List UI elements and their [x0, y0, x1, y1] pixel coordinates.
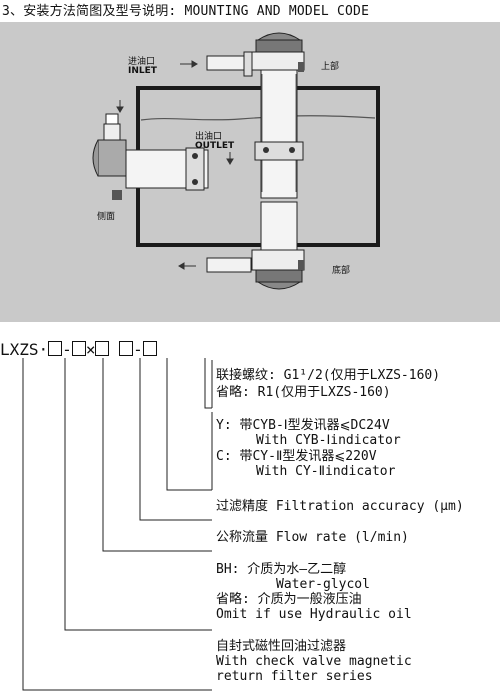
flow-rate: 公称流量 Flow rate (l/min)	[216, 530, 409, 545]
medium-omit-cn: 省略: 介质为一般液压油	[216, 592, 362, 607]
indicator-c-en: With CY-Ⅱindicator	[256, 464, 396, 479]
model-box-4	[119, 341, 134, 356]
indicator-c-cn: C: 带CY-Ⅱ型发讯器⩽220V	[216, 449, 377, 464]
bottom-filter	[206, 201, 305, 290]
top-filter	[206, 32, 305, 199]
indicator-y-cn: Y: 带CYB-Ⅰ型发讯器⩽DC24V	[216, 418, 390, 433]
model-sep-1: -	[62, 340, 72, 359]
model-code: LXZS·-× -	[0, 340, 157, 359]
oil-level-line	[140, 115, 376, 121]
model-prefix: LXZS·	[0, 340, 49, 359]
inlet-label-cn: 进油口	[128, 57, 156, 67]
indicator-y-en: With CYB-Ⅰindicator	[256, 433, 401, 448]
outlet-label-cn: 出油口	[195, 132, 223, 142]
model-box-3	[95, 341, 110, 356]
series-cn: 自封式磁性回油过滤器	[216, 639, 347, 654]
mounting-diagram: 进油口 INLET 出油口 OUTLET 上部 侧面 底部	[0, 22, 500, 322]
model-box-1	[48, 341, 63, 356]
thread-omit: 省略: R1(仅用于LXZS-160)	[216, 385, 391, 400]
side-filter	[92, 113, 209, 200]
section-title: 3、安装方法简图及型号说明: MOUNTING AND MODEL CODE	[2, 4, 370, 19]
side-position-label: 侧面	[97, 212, 116, 222]
mounting-diagram-drawing	[92, 32, 380, 290]
model-sep-3: -	[133, 340, 143, 359]
series-en-2: return filter series	[216, 669, 373, 684]
model-times: ×	[85, 340, 96, 359]
filtration-accuracy: 过滤精度 Filtration accuracy (μm)	[216, 499, 464, 514]
outlet-label-en: OUTLET	[195, 141, 235, 151]
bottom-position-label: 底部	[332, 266, 351, 276]
series-en-1: With check valve magnetic	[216, 654, 412, 669]
medium-omit-en: Omit if use Hydraulic oil	[216, 607, 412, 622]
model-box-5	[142, 341, 157, 356]
model-box-2	[71, 341, 86, 356]
thread-spec: 联接螺纹: G1¹/2(仅用于LXZS-160)	[216, 368, 441, 383]
medium-bh-cn: BH: 介质为水—乙二醇	[216, 562, 347, 577]
flow-arrows	[116, 60, 234, 270]
medium-bh-en: Water-glycol	[276, 577, 370, 592]
top-position-label: 上部	[321, 62, 340, 72]
inlet-label-en: INLET	[128, 66, 157, 76]
